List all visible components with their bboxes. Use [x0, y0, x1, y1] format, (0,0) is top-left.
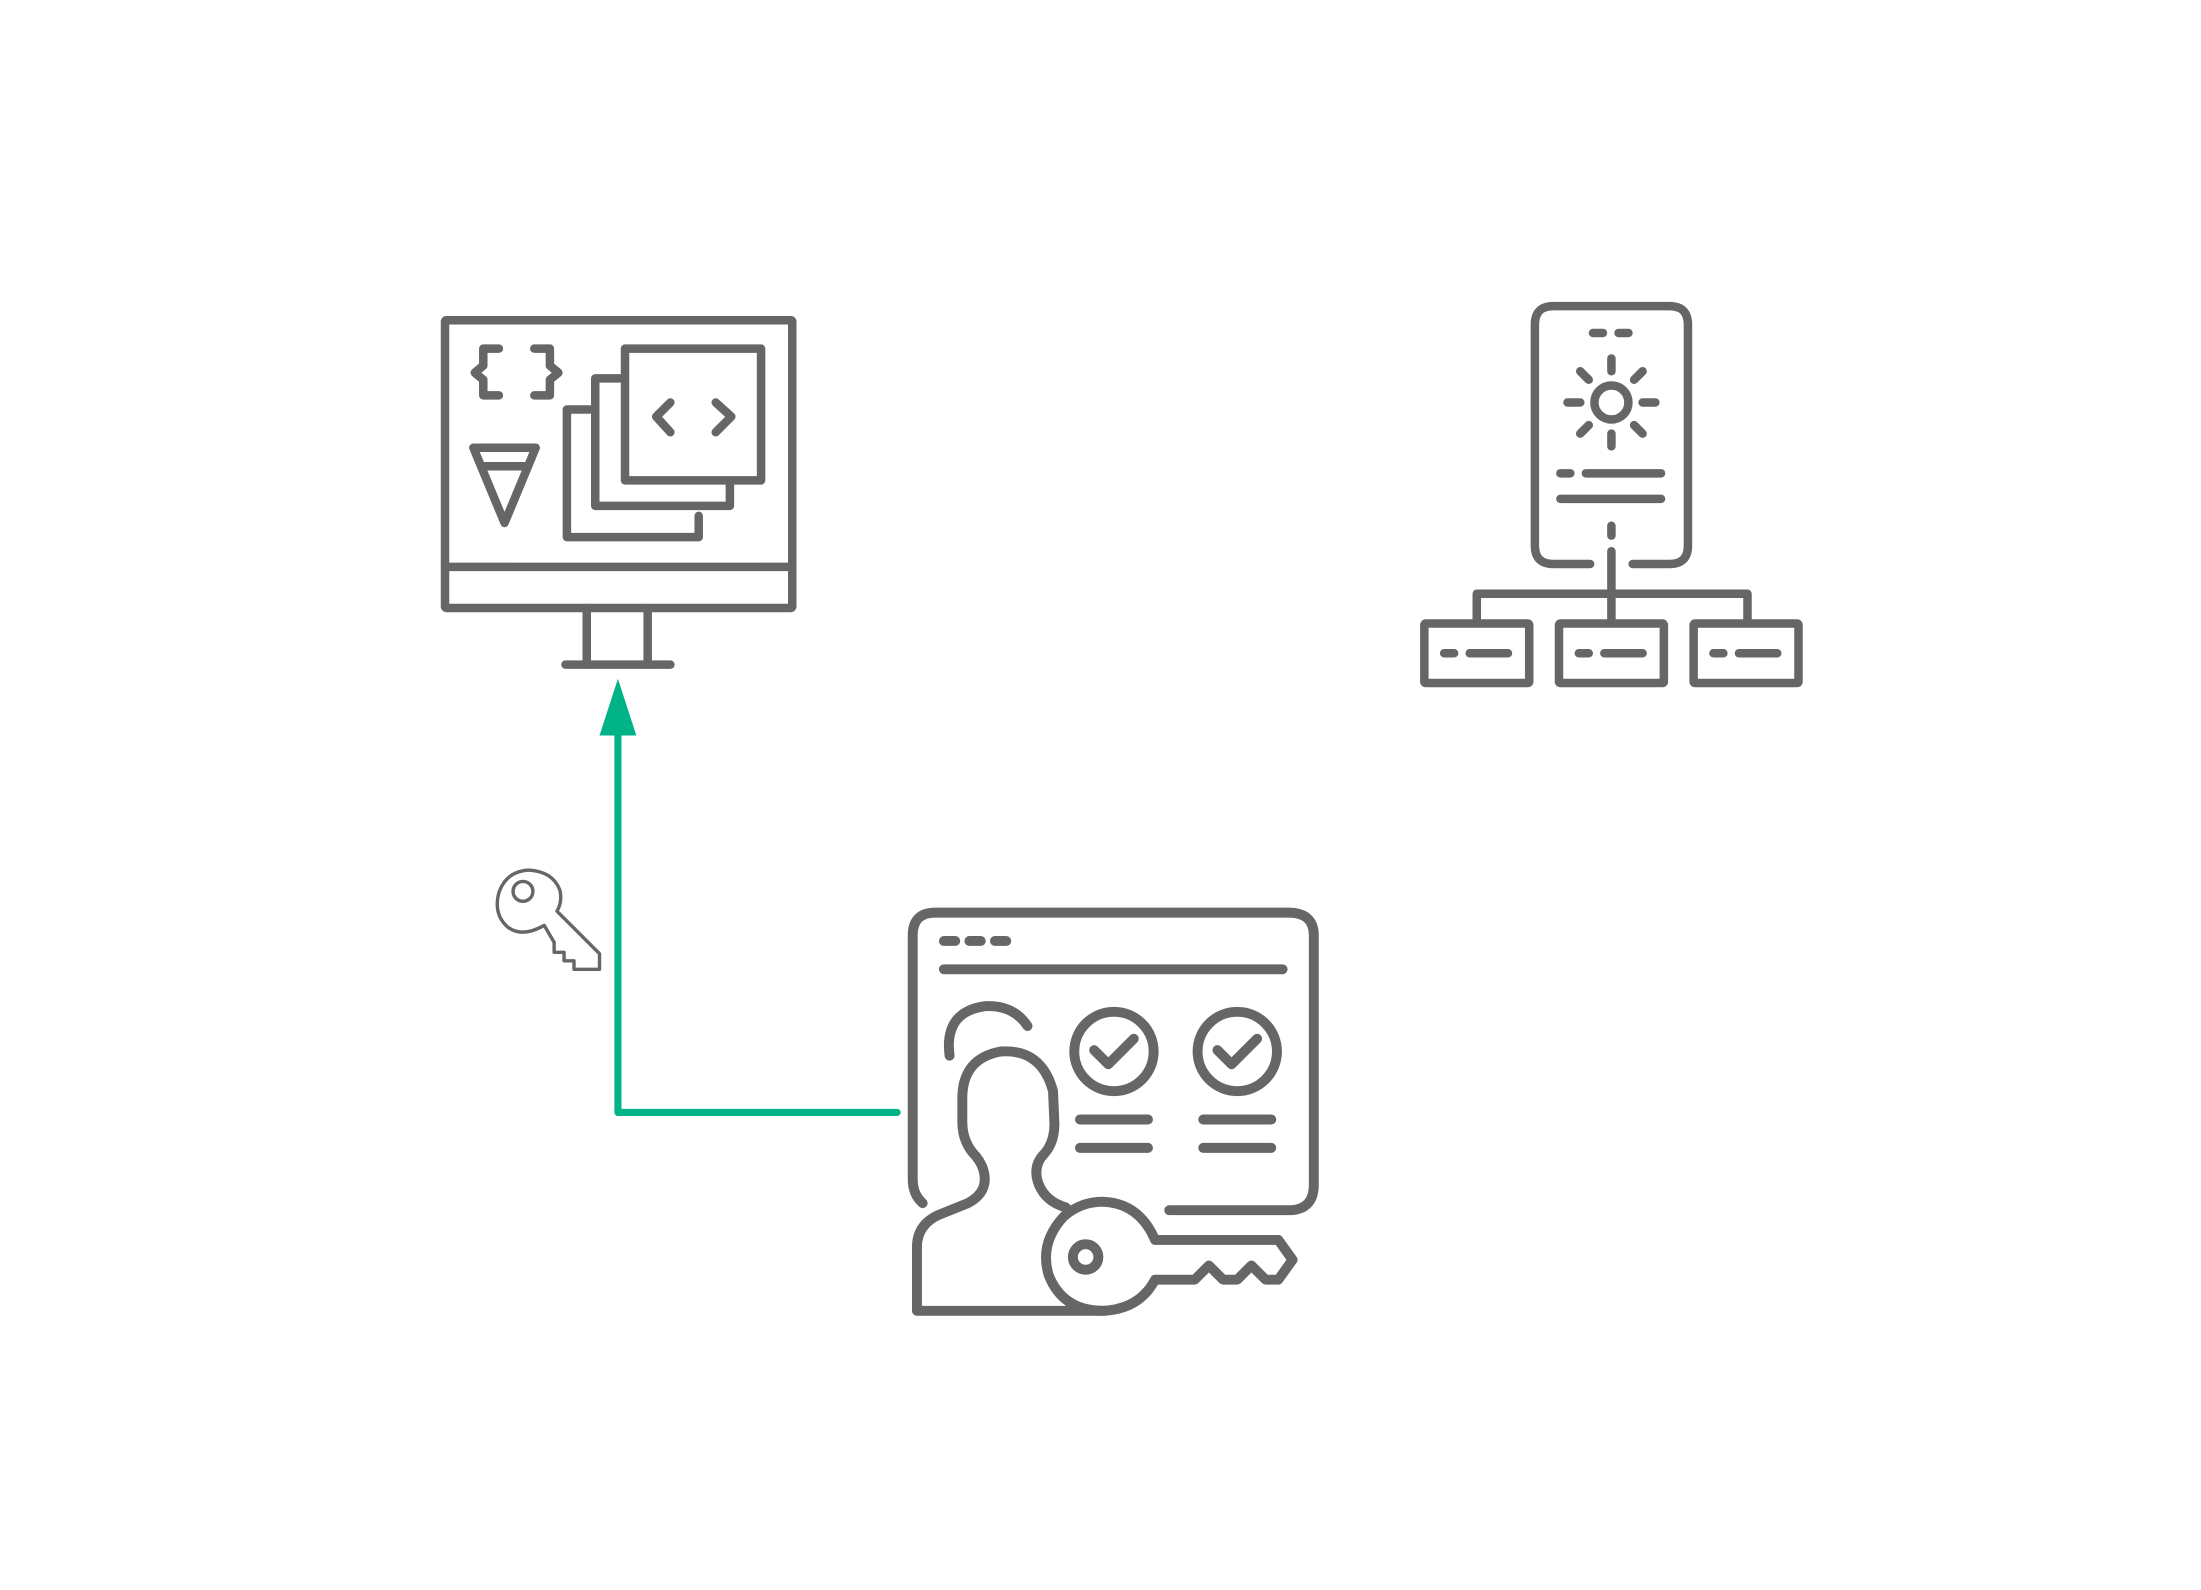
window-back: [562, 405, 703, 542]
user-silhouette: [912, 1046, 1111, 1316]
phone-body: [1530, 301, 1693, 569]
gear-icon: [1563, 354, 1660, 451]
key-outline-icon: [1041, 1196, 1298, 1316]
monitor-code-design-icon: [440, 316, 797, 669]
monitor-frame: [440, 316, 797, 613]
network-node-3: [1689, 619, 1803, 688]
key-icon: [495, 868, 602, 972]
check-mark-1-icon: [1089, 1033, 1139, 1070]
network-branch: [1472, 589, 1752, 628]
chevron-left-icon: [651, 398, 675, 437]
gear-hub: [1590, 381, 1633, 424]
check-mark-2-icon: [1212, 1033, 1263, 1070]
check-circle-1: [1069, 1006, 1159, 1097]
network-node-2: [1554, 619, 1669, 688]
user-identity-key-icon: [907, 907, 1319, 1316]
window-outline: [907, 907, 1319, 1216]
arrow-head-up-icon: [599, 678, 637, 736]
right-brace-icon: [530, 344, 563, 400]
window-middle: [590, 374, 735, 511]
user-head-back: [943, 1001, 1033, 1061]
key-hole: [1067, 1239, 1104, 1275]
check-circle-2: [1192, 1006, 1282, 1097]
network-node-1: [1420, 619, 1534, 688]
pen-nib-icon: [469, 443, 540, 528]
connector-line: [614, 727, 901, 1116]
connector-arrow: [599, 678, 901, 1116]
key-body: [495, 868, 602, 972]
mobile-settings-network-icon: [1420, 301, 1803, 688]
left-brace-icon: [470, 344, 504, 400]
window-front: [620, 344, 766, 485]
chevron-right-icon: [711, 398, 736, 437]
key-ring: [511, 879, 535, 903]
